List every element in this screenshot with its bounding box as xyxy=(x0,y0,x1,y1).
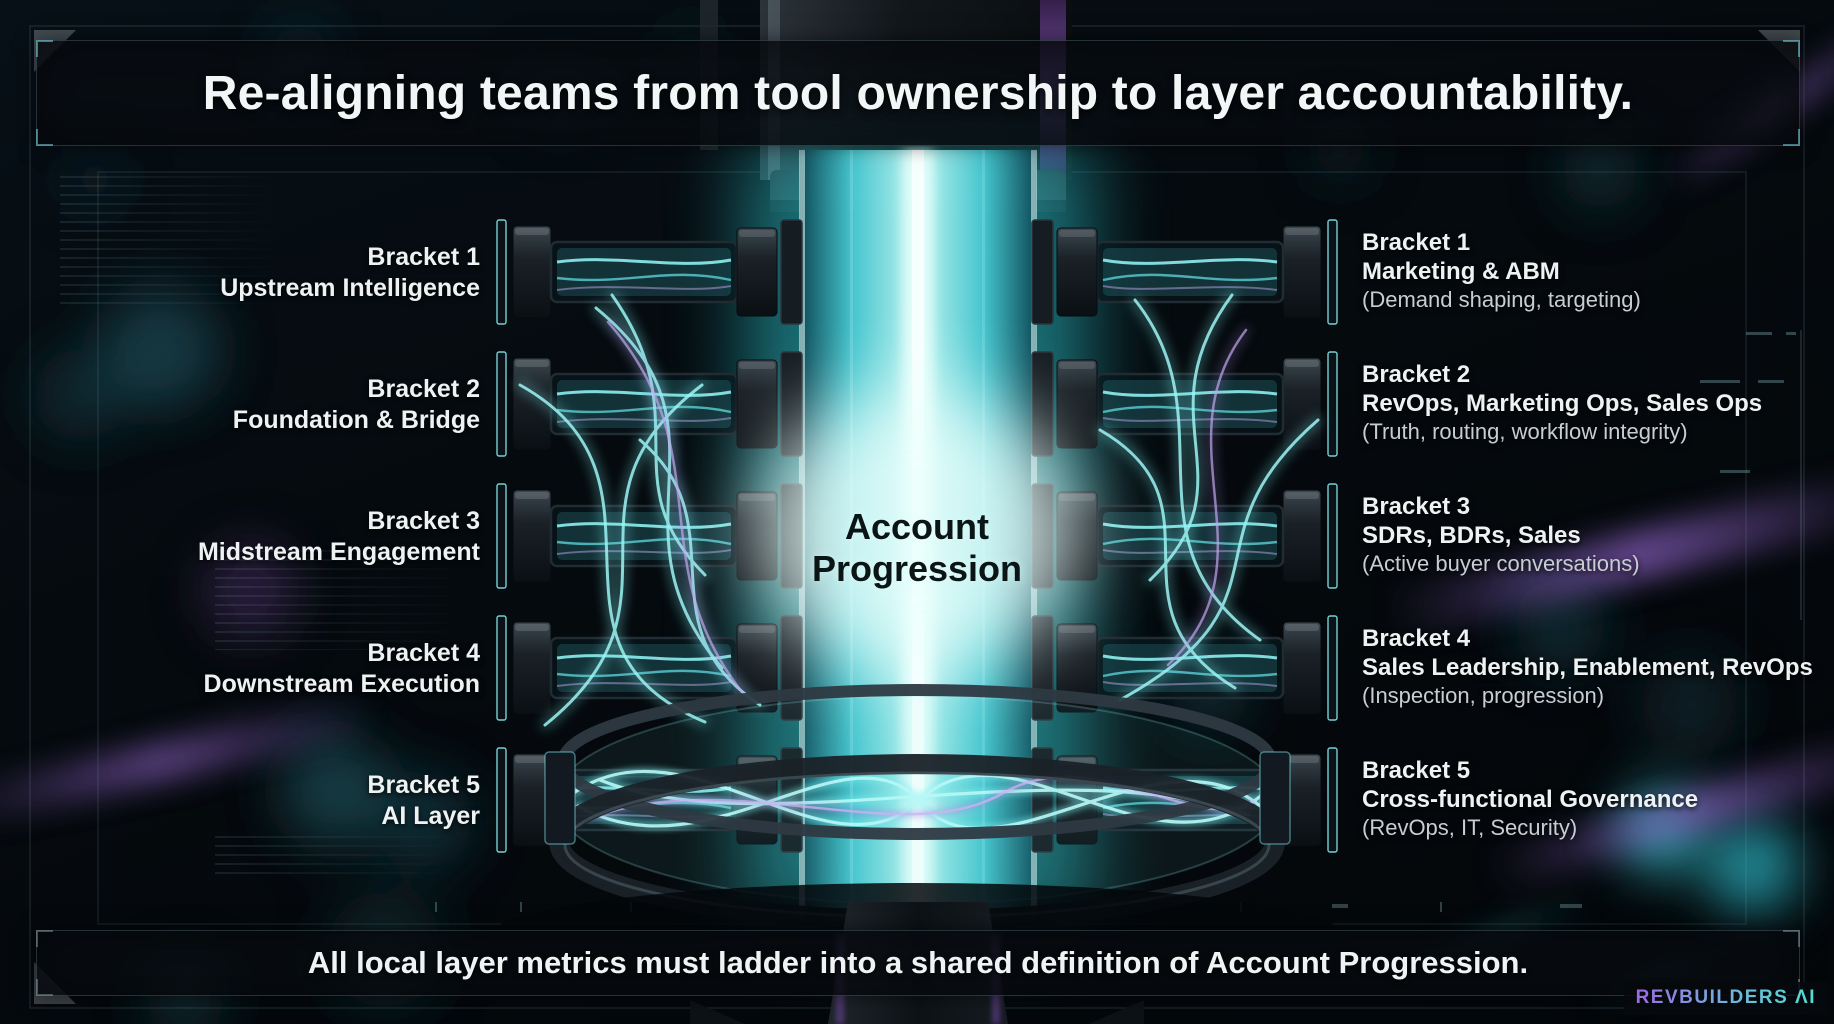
right-bracket-row-1: Bracket 1 Marketing & ABM (Demand shapin… xyxy=(1362,228,1802,313)
bracket-detail: (Demand shaping, targeting) xyxy=(1362,286,1641,312)
bracket-layer: Foundation & Bridge xyxy=(232,405,480,434)
center-label-line1: Account xyxy=(845,506,989,547)
brand-logo-text: REVBUILDERS ΛI xyxy=(1635,987,1816,1008)
bracket-arm xyxy=(495,218,804,326)
corner-bracket-icon xyxy=(1783,930,1800,947)
corner-bracket-icon xyxy=(1783,129,1800,146)
bracket-layer: AI Layer xyxy=(381,801,480,830)
bracket-number: Bracket 1 xyxy=(367,243,480,271)
bracket-number: Bracket 1 xyxy=(1362,229,1471,256)
hud-code-lines xyxy=(60,176,290,306)
left-bracket-row-2: Bracket 2 Foundation & Bridge xyxy=(150,374,480,435)
bracket-team: Cross-functional Governance xyxy=(1362,786,1699,814)
footer-panel: All local layer metrics must ladder into… xyxy=(36,930,1800,996)
right-bracket-row-5: Bracket 5 Cross-functional Governance (R… xyxy=(1362,756,1802,841)
bracket-team: SDRs, BDRs, Sales xyxy=(1362,522,1581,550)
center-bloom xyxy=(757,387,1077,677)
center-label-line2: Progression xyxy=(811,548,1023,590)
corner-bracket-icon xyxy=(1783,40,1800,57)
bracket-number: Bracket 5 xyxy=(1362,757,1471,784)
bracket-layer: Upstream Intelligence xyxy=(220,273,480,302)
right-bracket-row-3: Bracket 3 SDRs, BDRs, Sales (Active buye… xyxy=(1362,492,1802,577)
bracket-number: Bracket 2 xyxy=(367,375,480,403)
left-bracket-row-1: Bracket 1 Upstream Intelligence xyxy=(150,242,480,303)
left-bracket-row-5: Bracket 5 AI Layer xyxy=(150,770,480,831)
bracket-layer: Downstream Execution xyxy=(203,669,480,698)
bracket-detail: (Inspection, progression) xyxy=(1362,682,1605,708)
account-progression-label: Account Progression xyxy=(742,506,1092,591)
corner-bracket-icon xyxy=(36,40,53,57)
hud-code-lines xyxy=(215,836,465,876)
bracket-team: Marketing & ABM xyxy=(1362,258,1560,286)
bracket-number: Bracket 2 xyxy=(1362,361,1471,388)
page-title: Re-aligning teams from tool ownership to… xyxy=(202,66,1634,120)
bracket-team: RevOps, Marketing Ops, Sales Ops xyxy=(1362,390,1763,418)
bracket-number: Bracket 5 xyxy=(367,771,480,799)
left-bracket-row-3: Bracket 3 Midstream Engagement xyxy=(150,506,480,567)
brand-logo: REVBUILDERS ΛI xyxy=(1623,982,1828,1015)
bracket-detail: (Active buyer conversations) xyxy=(1362,550,1640,576)
footer-text: All local layer metrics must ladder into… xyxy=(307,945,1529,980)
right-bracket-row-2: Bracket 2 RevOps, Marketing Ops, Sales O… xyxy=(1362,360,1802,445)
left-bracket-row-4: Bracket 4 Downstream Execution xyxy=(150,638,480,699)
corner-bracket-icon xyxy=(36,979,53,996)
corner-bracket-icon xyxy=(36,930,53,947)
hud-code-lines xyxy=(215,550,475,650)
right-bracket-row-4: Bracket 4 Sales Leadership, Enablement, … xyxy=(1362,624,1813,709)
bracket-number: Bracket 4 xyxy=(1362,625,1471,652)
bracket-number: Bracket 3 xyxy=(367,507,480,535)
title-panel: Re-aligning teams from tool ownership to… xyxy=(36,40,1800,146)
bracket-layer: Midstream Engagement xyxy=(197,537,480,566)
bracket-arm xyxy=(1030,218,1339,326)
base-ring xyxy=(544,684,1291,930)
bracket-team: Sales Leadership, Enablement, RevOps xyxy=(1362,654,1813,682)
bracket-detail: (RevOps, IT, Security) xyxy=(1362,814,1578,840)
corner-bracket-icon xyxy=(36,129,53,146)
bracket-number: Bracket 3 xyxy=(1362,493,1471,520)
bracket-detail: (Truth, routing, workflow integrity) xyxy=(1362,418,1688,444)
bracket-number: Bracket 4 xyxy=(367,639,480,667)
